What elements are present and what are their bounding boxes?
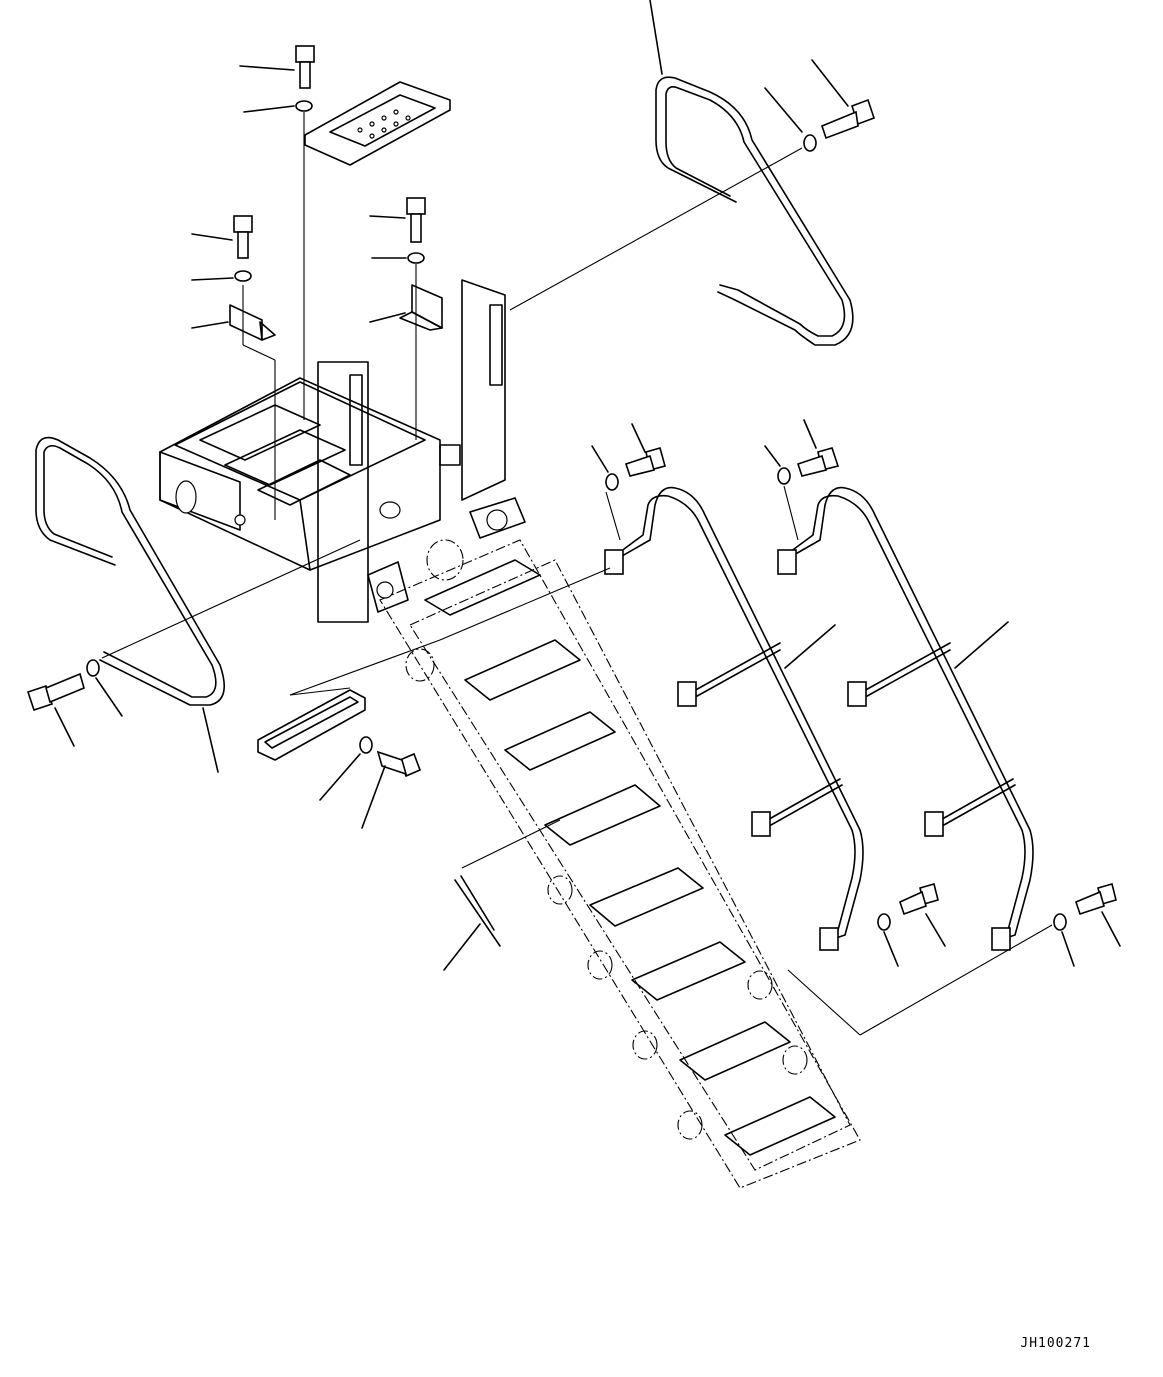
washer-mid-left <box>191 270 252 282</box>
bracket-left <box>191 285 276 520</box>
ladder-step-3 <box>504 711 616 771</box>
handrail-left <box>35 436 361 773</box>
bolt-top-right <box>811 59 876 140</box>
washer-mid-center <box>371 252 425 264</box>
bolt-mid-center <box>369 197 426 243</box>
washer-right-a-bottom <box>877 913 899 967</box>
bolt-right-b-bottom <box>1075 883 1121 947</box>
washer-top-right <box>509 87 817 311</box>
handrail-right-b <box>777 486 1034 951</box>
washer-left <box>86 659 123 717</box>
small-step-bracket <box>257 639 441 761</box>
top-step-plate <box>304 81 451 166</box>
washer-right-a-top <box>591 445 621 541</box>
bracket-center <box>369 264 443 440</box>
ladder-step-1 <box>424 559 541 616</box>
drawing-code-label: JH100271 <box>1020 1336 1091 1351</box>
ladder-step-7 <box>679 1021 791 1081</box>
handrail-right-a <box>604 486 864 951</box>
washer-top-left <box>243 100 313 420</box>
washer-right-b-bottom <box>787 913 1075 1036</box>
bolt-left <box>26 672 85 747</box>
bolt-mid-left <box>191 215 253 259</box>
ladder-pivot-bracket <box>367 497 526 613</box>
ladder-step-5 <box>589 867 704 927</box>
stair-ladder <box>379 539 861 1189</box>
bolt-right-a-bottom <box>899 883 946 947</box>
washer-small-step <box>319 736 373 801</box>
bolt-top-left <box>239 45 315 89</box>
ladder-step-2 <box>464 639 581 701</box>
handrail-top-right <box>649 0 854 346</box>
gas-spring <box>443 819 561 971</box>
ladder-step-8 <box>724 1096 836 1156</box>
washer-right-b-top <box>764 445 799 541</box>
upper-platform-frame <box>159 279 506 623</box>
bolt-right-b-top <box>796 419 840 477</box>
bolt-right-a-top <box>624 423 666 477</box>
ladder-step-4 <box>544 784 661 846</box>
bolt-small-step <box>361 750 422 829</box>
ladder-step-6 <box>631 941 746 1001</box>
